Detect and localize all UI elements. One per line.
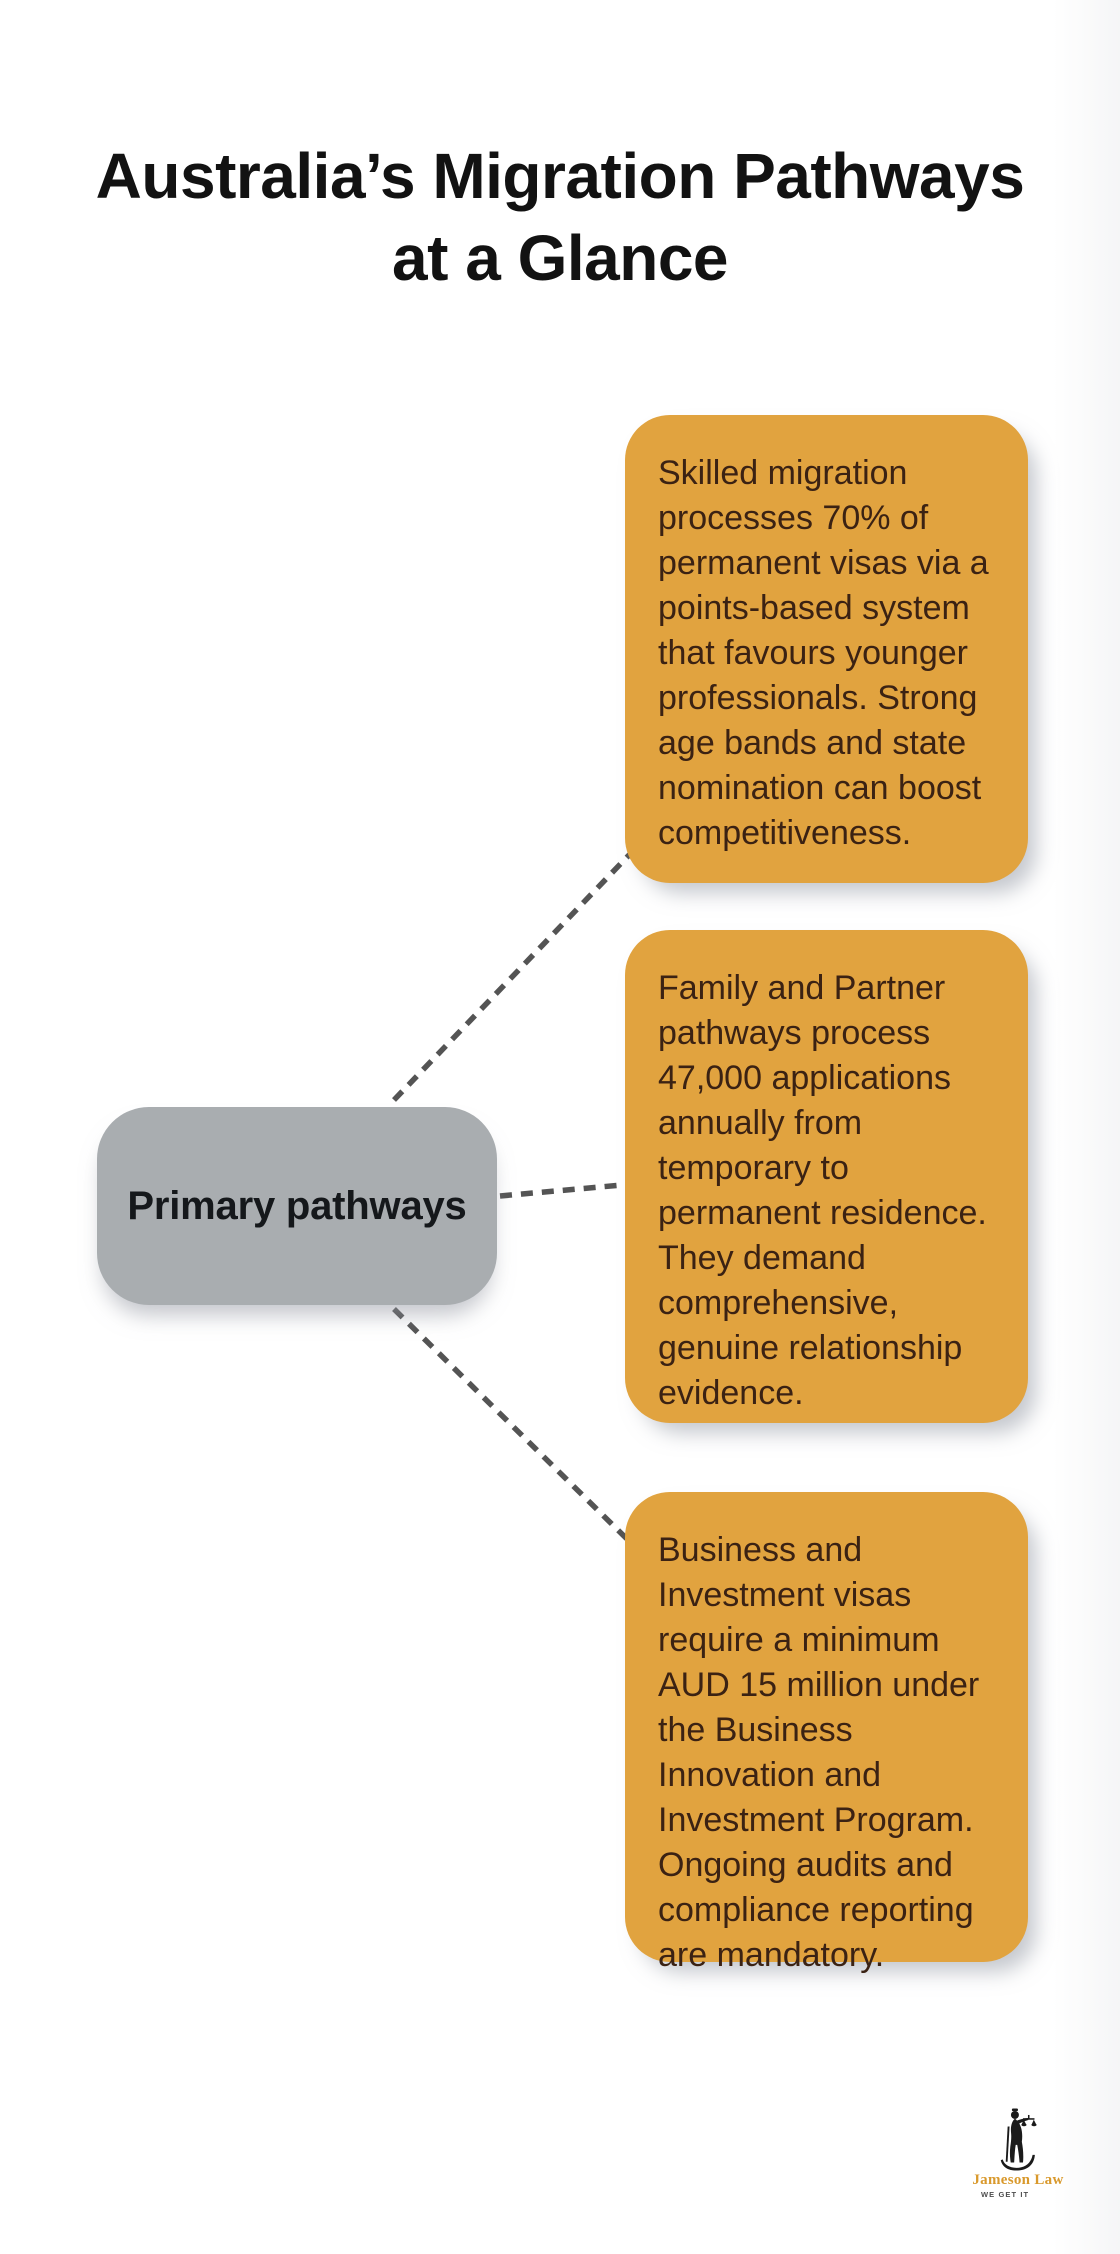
branch-box-family-partner: Family and Partner pathways process 47,0…	[625, 930, 1028, 1423]
brand-wordmark: Jameson Law	[972, 2172, 1064, 2188]
brand-logo: Jameson Law WE GET IT	[968, 2108, 1068, 2199]
branch-box-business-investment: Business and Investment visas require a …	[625, 1492, 1028, 1974]
root-node-primary-pathways: Primary pathways	[97, 1107, 497, 1305]
lady-justice-icon	[1000, 2108, 1037, 2171]
branch-box-skilled-migration: Skilled migration processes 70% of perma…	[625, 415, 1028, 883]
root-node-label: Primary pathways	[127, 1183, 467, 1228]
connector-root-to-family	[499, 1182, 623, 1199]
brand-tagline: WE GET IT	[981, 2190, 1030, 2199]
connector-root-to-business	[392, 1307, 630, 1542]
connector-root-to-skilled	[392, 852, 632, 1102]
page-title: Australia’s Migration Pathways at a Glan…	[95, 139, 1025, 294]
